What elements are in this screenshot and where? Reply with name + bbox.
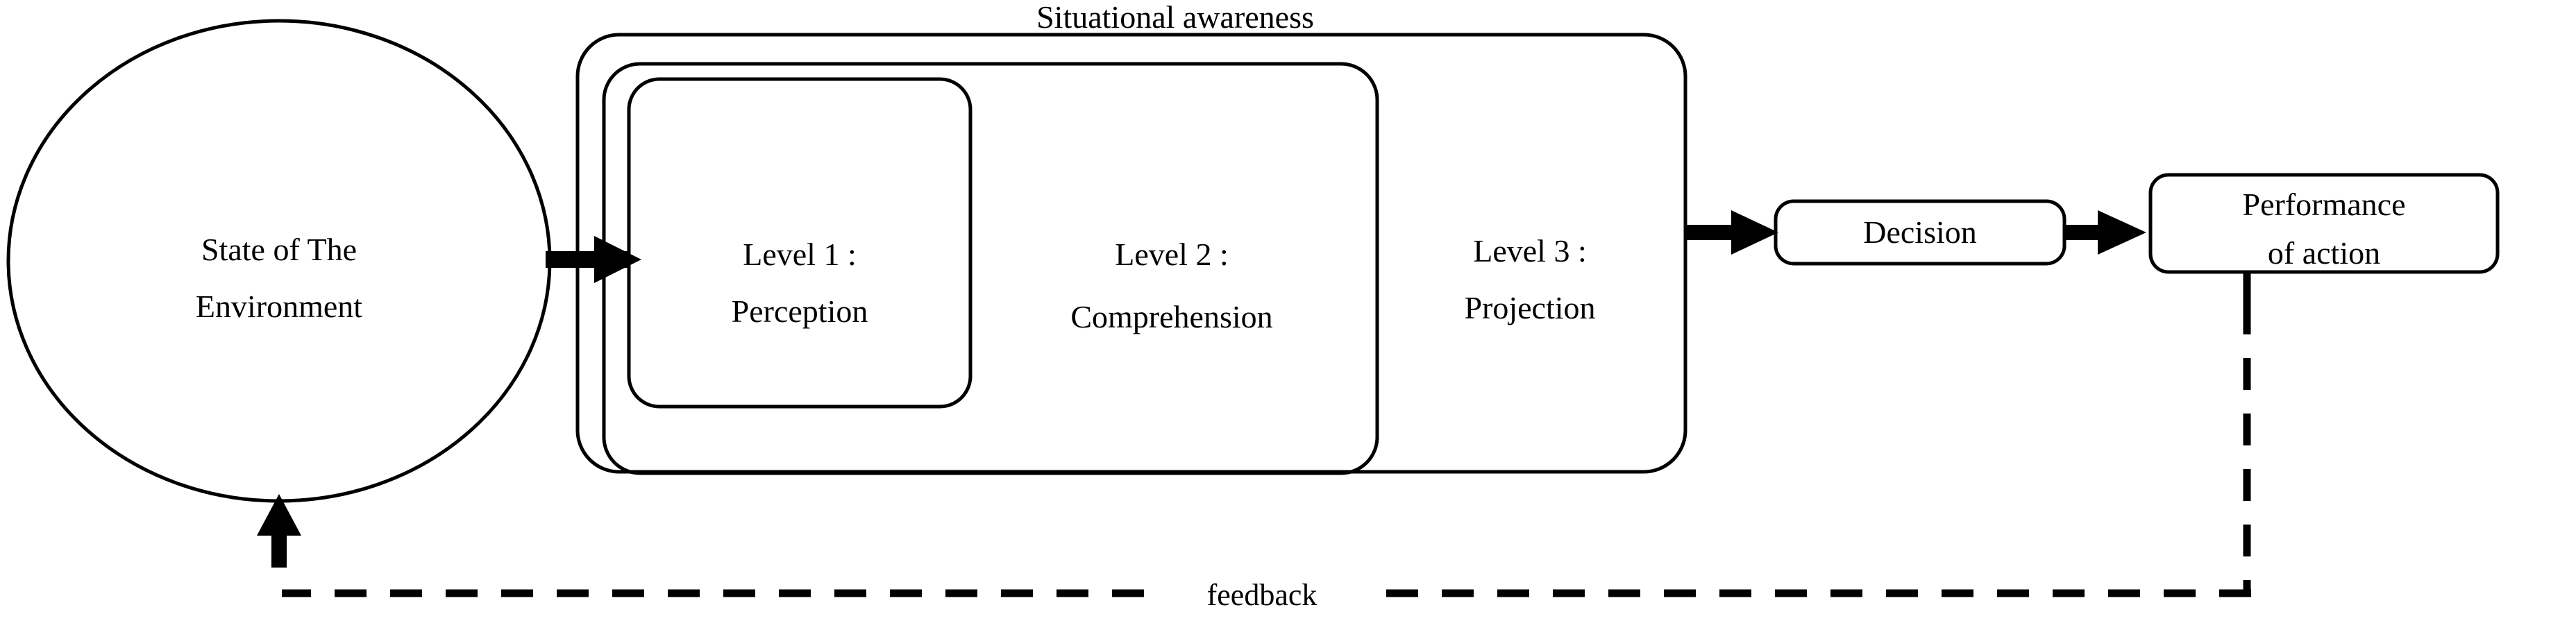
level1-box[interactable] <box>627 77 973 409</box>
situational-awareness-title: Situational awareness <box>1036 0 1314 35</box>
level1-label-line2: Perception <box>732 293 868 329</box>
arrow-environment-to-level1 <box>546 236 641 283</box>
level2-box[interactable] <box>602 62 1379 475</box>
level1-label-line1: Level 1 : <box>743 237 857 272</box>
arrow-level3-to-decision <box>1685 210 1778 255</box>
level3-label-line2: Projection <box>1464 290 1595 325</box>
feedback-label: feedback <box>1207 578 1318 612</box>
arrow-feedback-to-environment <box>257 494 301 568</box>
arrow-decision-to-performance <box>2064 210 2146 255</box>
level3-label-line1: Level 3 : <box>1473 233 1587 269</box>
decision-label: Decision <box>1863 214 1977 250</box>
performance-box[interactable] <box>2148 173 2500 274</box>
performance-label-line2: of action <box>2268 235 2380 271</box>
level2-label-line2: Comprehension <box>1070 299 1272 334</box>
level2-label-line1: Level 2 : <box>1115 237 1229 272</box>
environment-label-line2: Environment <box>196 289 362 324</box>
performance-label-line1: Performance <box>2243 187 2406 222</box>
environment-label-line1: State of The <box>201 232 357 267</box>
